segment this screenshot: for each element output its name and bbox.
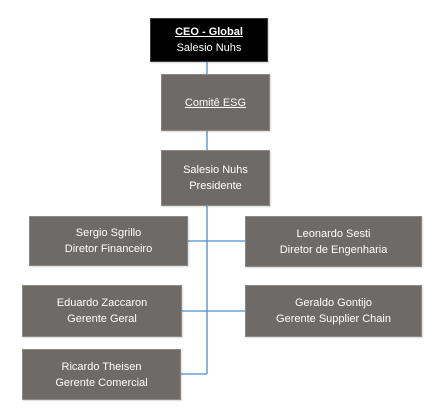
report-name: Leonardo Sesti: [296, 227, 371, 240]
report-title: Diretor Financeiro: [64, 243, 153, 255]
report-box-sgrillo: Sergio Sgrillo Diretor Financeiro: [29, 216, 188, 266]
president-name: Salesio Nuhs: [183, 164, 248, 176]
report-box-zaccaron: Eduardo Zaccaron Gerente Geral: [22, 285, 182, 337]
ceo-name: Salesio Nuhs: [176, 42, 242, 54]
committee-box: Comitê ESG: [161, 74, 270, 131]
report-title: Gerente Geral: [67, 313, 137, 325]
report-title: Gerente Comercial: [55, 376, 148, 389]
ceo-title: CEO - Global: [175, 26, 243, 38]
report-name: Sergio Sgrillo: [75, 227, 142, 239]
ceo-box: CEO - Global Salesio Nuhs: [150, 18, 268, 62]
president-box: Salesio Nuhs Presidente: [161, 150, 270, 206]
report-title: Gerente Supplier Chain: [276, 313, 391, 325]
president-title: Presidente: [189, 180, 242, 192]
report-name: Geraldo Gontijo: [294, 297, 373, 309]
report-name: Ricardo Theisen: [61, 360, 142, 373]
report-box-sesti: Leonardo Sesti Diretor de Engenharia: [245, 216, 422, 267]
report-box-gontijo: Geraldo Gontijo Gerente Supplier Chain: [245, 285, 422, 337]
report-title: Diretor de Engenharia: [279, 243, 388, 256]
report-name: Eduardo Zaccaron: [56, 297, 148, 309]
report-box-theisen: Ricardo Theisen Gerente Comercial: [22, 349, 181, 400]
committee-label: Comitê ESG: [184, 96, 247, 109]
